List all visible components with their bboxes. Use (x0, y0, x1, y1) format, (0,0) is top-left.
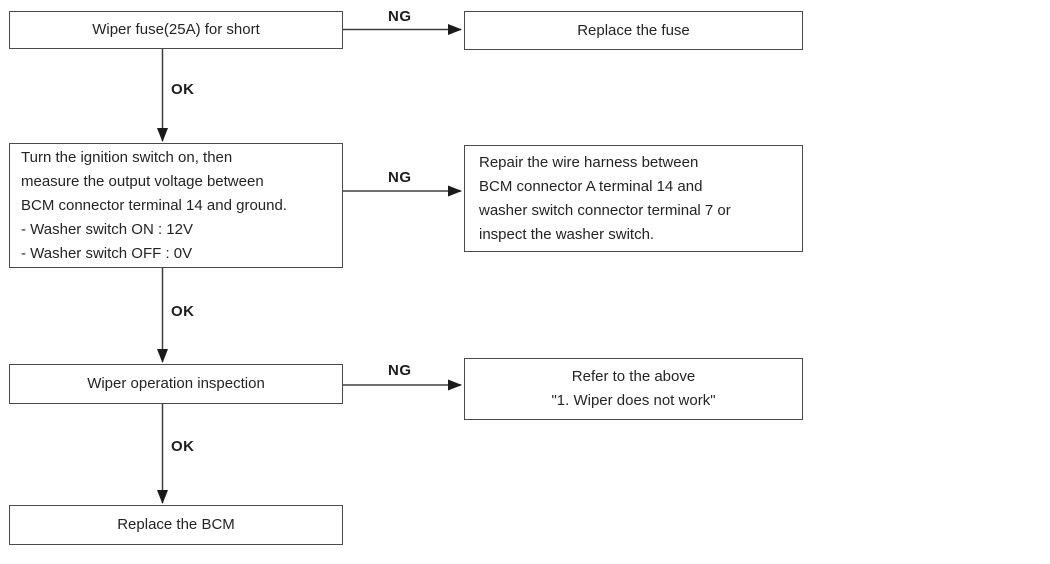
ng-label-2: NG (388, 169, 412, 186)
ok-label-1: OK (171, 81, 195, 98)
ok-label-3: OK (171, 438, 195, 455)
node-check-wiper-fuse: Wiper fuse(25A) for short (9, 11, 343, 49)
node-refer-to-above: Refer to the above "1. Wiper does not wo… (464, 358, 803, 420)
node-repair-wire-harness: Repair the wire harness between BCM conn… (464, 145, 803, 252)
node-check-output-voltage: Turn the ignition switch on, then measur… (9, 143, 343, 268)
node-replace-bcm: Replace the BCM (9, 505, 343, 545)
ng-label-1: NG (388, 8, 412, 25)
node-wiper-operation-inspection: Wiper operation inspection (9, 364, 343, 404)
ok-label-2: OK (171, 303, 195, 320)
ng-label-3: NG (388, 362, 412, 379)
node-replace-fuse: Replace the fuse (464, 11, 803, 50)
